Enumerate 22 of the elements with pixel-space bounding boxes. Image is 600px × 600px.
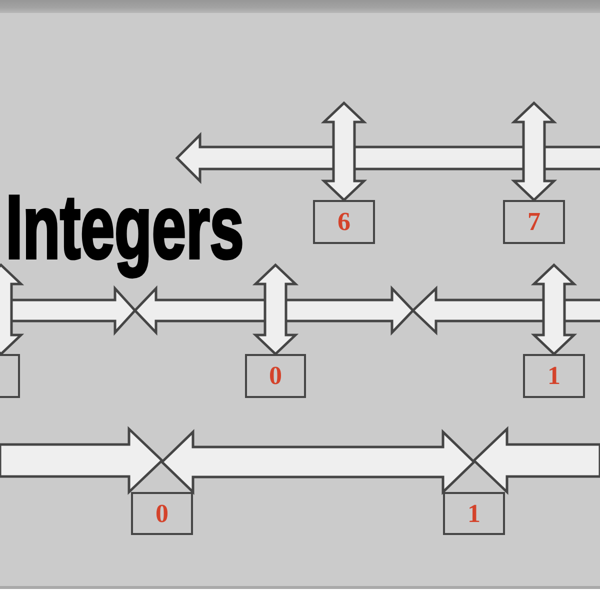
title: Integers <box>4 177 245 280</box>
double-arrow <box>530 263 578 356</box>
integer-label: 1 <box>468 500 480 526</box>
double-arrow <box>0 263 24 356</box>
integer-label: 1 <box>548 363 560 389</box>
integer-label: 7 <box>528 209 540 235</box>
number-box <box>523 354 585 398</box>
double-arrow <box>510 101 558 202</box>
number-box <box>0 354 20 398</box>
number-box <box>313 200 375 244</box>
number-box <box>245 354 306 398</box>
double-arrow <box>160 429 476 495</box>
number-box <box>131 492 193 535</box>
number-box <box>503 200 565 244</box>
block-arrow <box>0 426 164 495</box>
integer-label: 6 <box>338 209 350 235</box>
integer-label: 0 <box>269 363 282 389</box>
integer-label: 0 <box>156 500 168 526</box>
number-box <box>443 492 505 535</box>
double-arrow <box>320 101 368 202</box>
double-arrow <box>252 263 299 356</box>
block-arrow <box>472 426 600 495</box>
